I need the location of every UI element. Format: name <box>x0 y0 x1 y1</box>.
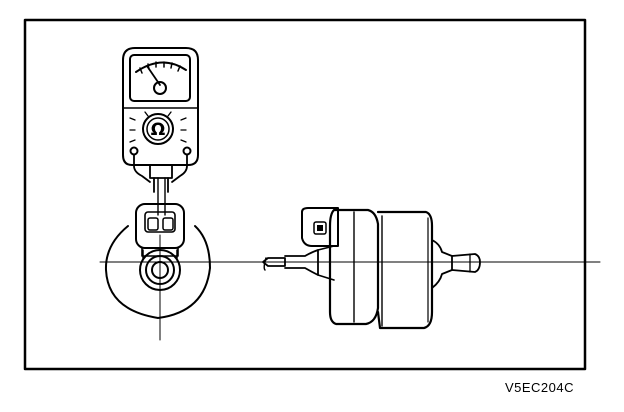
valve-end-view <box>104 225 211 319</box>
ohm-symbol: Ω <box>151 120 165 140</box>
figure-code: V5EC204C <box>504 380 574 395</box>
purge-valve-icon <box>262 207 481 330</box>
ohmmeter-icon <box>122 47 199 193</box>
probe-leads <box>133 154 188 216</box>
figure-frame <box>23 18 587 371</box>
